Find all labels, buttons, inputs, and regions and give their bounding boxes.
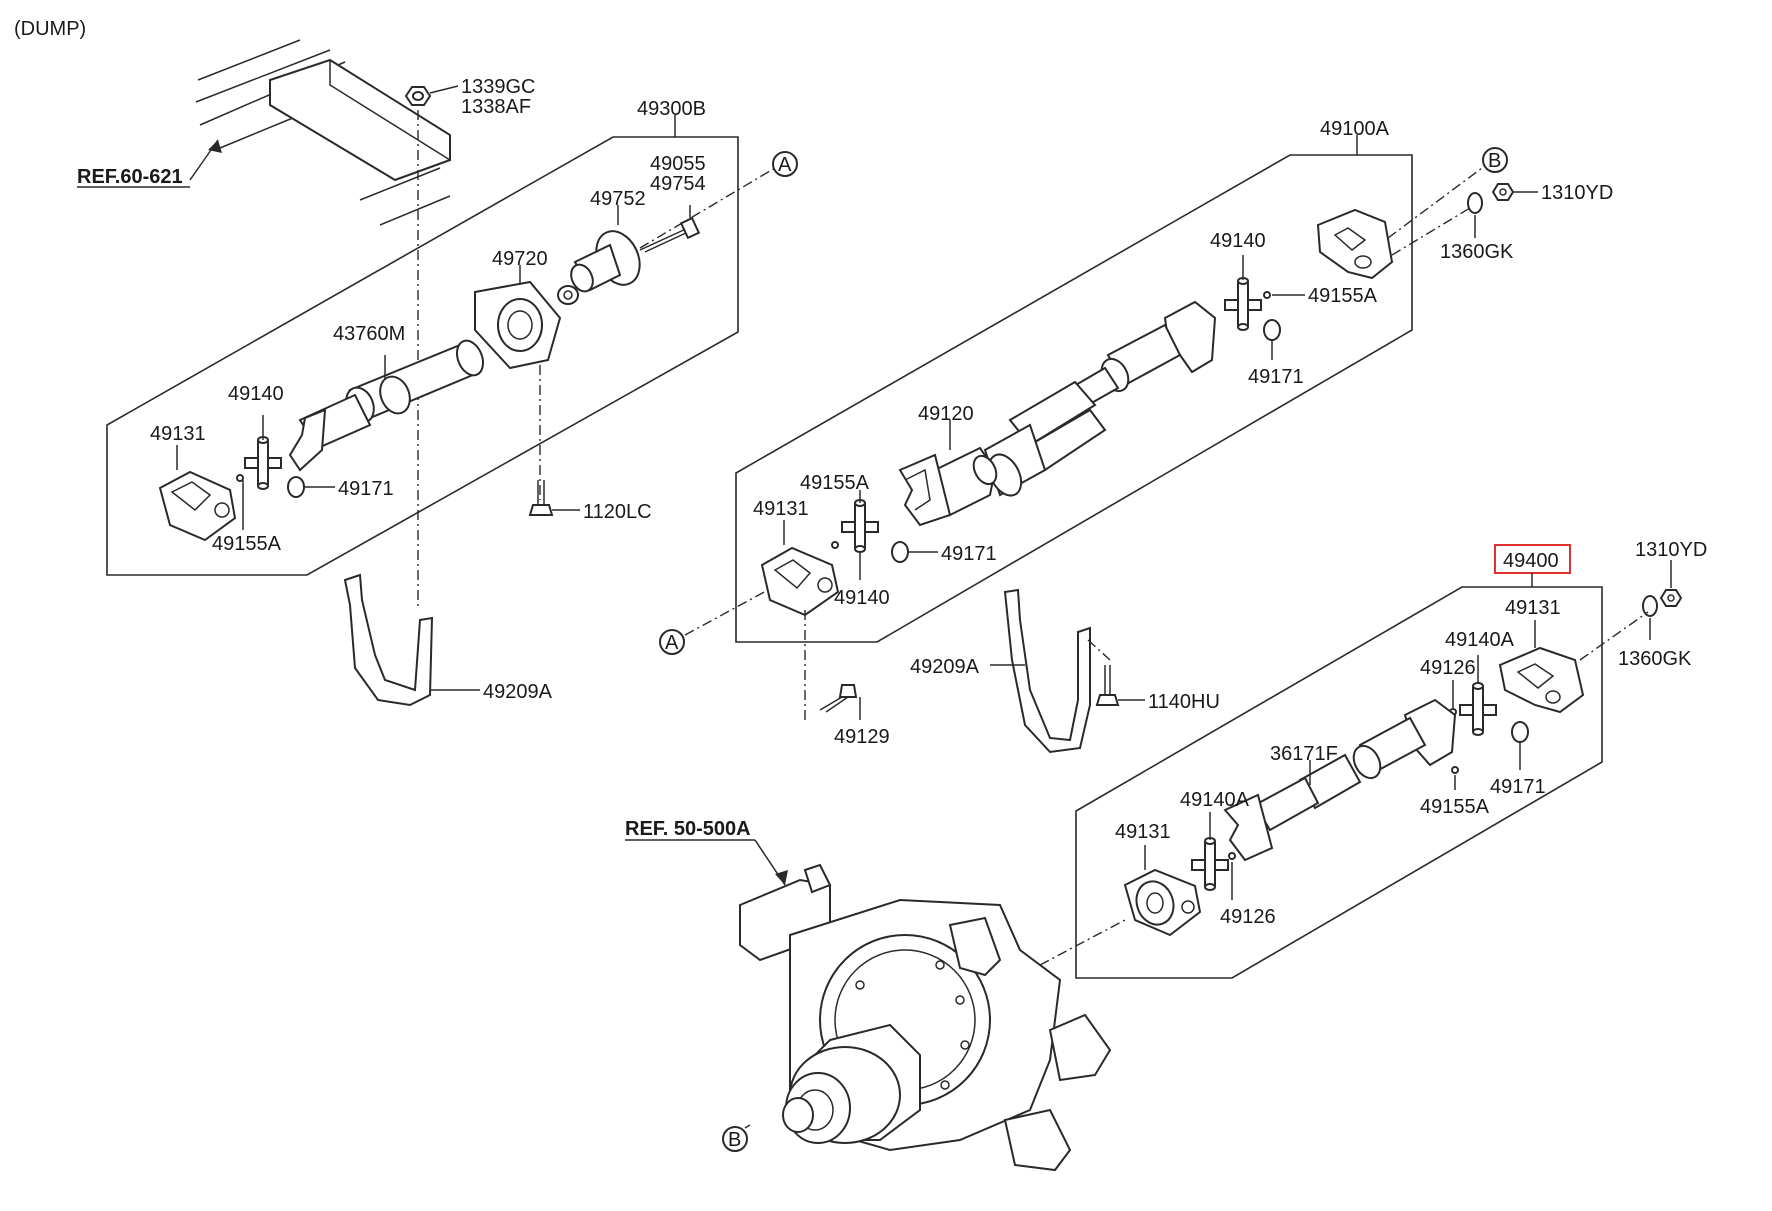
assembly-box-49400 [1075, 586, 1603, 979]
ref-axle-arrow [754, 839, 788, 886]
grease-nipple-icon [1263, 291, 1271, 299]
marker-a-circle [772, 151, 798, 177]
slip-yoke-icon [898, 446, 998, 527]
marker-a-label: A [778, 154, 792, 176]
frame-crossmember [195, 39, 451, 226]
companion-flange-icon [570, 230, 641, 293]
part-label-36171f[interactable]: 36171F [1270, 743, 1338, 765]
marker-a-circle [659, 629, 685, 655]
part-label-49155a-rear[interactable]: 49155A [1420, 796, 1490, 818]
assembly-label-49300b[interactable]: 49300B [637, 98, 706, 120]
snap-ring-icon [1263, 319, 1281, 341]
part-label-1310yd-top[interactable]: 1310YD [1541, 182, 1613, 204]
propeller-shaft-icon [983, 300, 1217, 497]
assembly-box-49100a [735, 154, 1413, 643]
part-label-1360gk-top[interactable]: 1360GK [1440, 241, 1514, 263]
ref-axle-label[interactable]: REF. 50-500A [625, 818, 751, 840]
part-label-1310yd-rear[interactable]: 1310YD [1635, 539, 1707, 561]
marker-b-circle [1482, 147, 1508, 173]
marker-b-label-top: B [1488, 150, 1501, 172]
flange-yoke-icon [760, 546, 840, 617]
part-label-49126-rear-top[interactable]: 49126 [1420, 657, 1476, 679]
part-label-49140a-rear[interactable]: 49140A [1180, 789, 1250, 811]
universal-joint-cross-icon [1224, 277, 1262, 331]
bolt-icon [639, 216, 701, 253]
part-label-1338af[interactable]: 1338AF [461, 96, 531, 118]
part-label-1140hu[interactable]: 1140HU [1148, 691, 1220, 713]
part-label-49752[interactable]: 49752 [590, 188, 646, 210]
part-label-49754[interactable]: 49754 [650, 173, 706, 195]
part-label-49140-middle[interactable]: 49140 [834, 587, 890, 609]
part-label-49171-middle[interactable]: 49171 [941, 543, 997, 565]
part-label-49129[interactable]: 49129 [834, 726, 890, 748]
part-label-49171-rear[interactable]: 49171 [1490, 776, 1546, 798]
part-label-49126-rear[interactable]: 49126 [1220, 906, 1276, 928]
part-label-49055[interactable]: 49055 [650, 153, 706, 175]
snap-ring-icon [1511, 721, 1529, 743]
universal-joint-cross-icon [1459, 682, 1497, 736]
part-label-49155a-middle[interactable]: 49155A [800, 472, 870, 494]
assembly-label-49400[interactable]: 49400 [1503, 550, 1559, 572]
bolt-icon [528, 480, 554, 516]
washer-icon [1642, 595, 1658, 617]
support-bracket-icon [1003, 588, 1091, 754]
part-label-49120[interactable]: 49120 [918, 403, 974, 425]
flange-yoke-icon [158, 470, 237, 542]
hex-nut-icon [1491, 183, 1515, 201]
flange-yoke-icon [1316, 208, 1394, 280]
hex-nut-icon [404, 86, 432, 106]
marker-b-circle [722, 1126, 748, 1152]
part-label-49155a-front[interactable]: 49155A [212, 533, 282, 555]
part-label-49171-middle-top[interactable]: 49171 [1248, 366, 1304, 388]
part-label-49171-front[interactable]: 49171 [338, 478, 394, 500]
part-label-49140-middle-top[interactable]: 49140 [1210, 230, 1266, 252]
part-label-49131-rear[interactable]: 49131 [1115, 821, 1171, 843]
center-bearing-icon [474, 280, 579, 370]
washer-icon [1467, 192, 1483, 214]
part-label-49209a-middle[interactable]: 49209A [910, 656, 980, 678]
hex-nut-icon [1659, 589, 1683, 607]
universal-joint-cross-icon [841, 499, 879, 553]
universal-joint-cross-icon [1191, 837, 1229, 891]
grease-nipple-icon [831, 541, 839, 549]
universal-joint-cross-icon [244, 436, 282, 490]
snap-ring-icon [287, 476, 305, 498]
part-label-43760m[interactable]: 43760M [333, 323, 405, 345]
marker-b-label-bottom: B [728, 1129, 741, 1151]
propeller-tube-icon [288, 339, 485, 472]
assembly-box-49300b [106, 136, 739, 576]
flange-yoke-icon [1123, 868, 1202, 937]
variant-label: (DUMP) [14, 18, 86, 40]
snap-ring-icon [891, 541, 909, 563]
assembly-label-49100a[interactable]: 49100A [1320, 118, 1390, 140]
part-label-49131-middle[interactable]: 49131 [753, 498, 809, 520]
part-label-49720[interactable]: 49720 [492, 248, 548, 270]
grease-nipple-icon [236, 474, 244, 482]
support-bracket-icon [343, 573, 434, 707]
part-label-49140-front[interactable]: 49140 [228, 383, 284, 405]
part-label-49209a-front[interactable]: 49209A [483, 681, 553, 703]
grease-nipple-icon [1451, 766, 1459, 774]
ref-frame-arrow [189, 139, 222, 181]
slip-joint-icon [1223, 698, 1457, 862]
part-label-1339gc[interactable]: 1339GC [461, 76, 536, 98]
rear-axle-differential [739, 863, 1112, 1172]
bolt-icon [819, 684, 858, 713]
part-label-1360gk-rear[interactable]: 1360GK [1618, 648, 1692, 670]
screw-icon [1095, 665, 1120, 706]
grease-nipple-icon [1228, 852, 1236, 860]
part-label-1120lc[interactable]: 1120LC [583, 501, 652, 523]
marker-a-label-bottom: A [665, 632, 679, 654]
part-label-49155a-middle-top[interactable]: 49155A [1308, 285, 1378, 307]
part-label-49131-front[interactable]: 49131 [150, 423, 206, 445]
part-label-49131-rear-top[interactable]: 49131 [1505, 597, 1561, 619]
part-label-49140a-rear-top[interactable]: 49140A [1445, 629, 1515, 651]
flange-yoke-icon [1498, 646, 1585, 714]
ref-frame-label[interactable]: REF.60-621 [77, 166, 183, 188]
